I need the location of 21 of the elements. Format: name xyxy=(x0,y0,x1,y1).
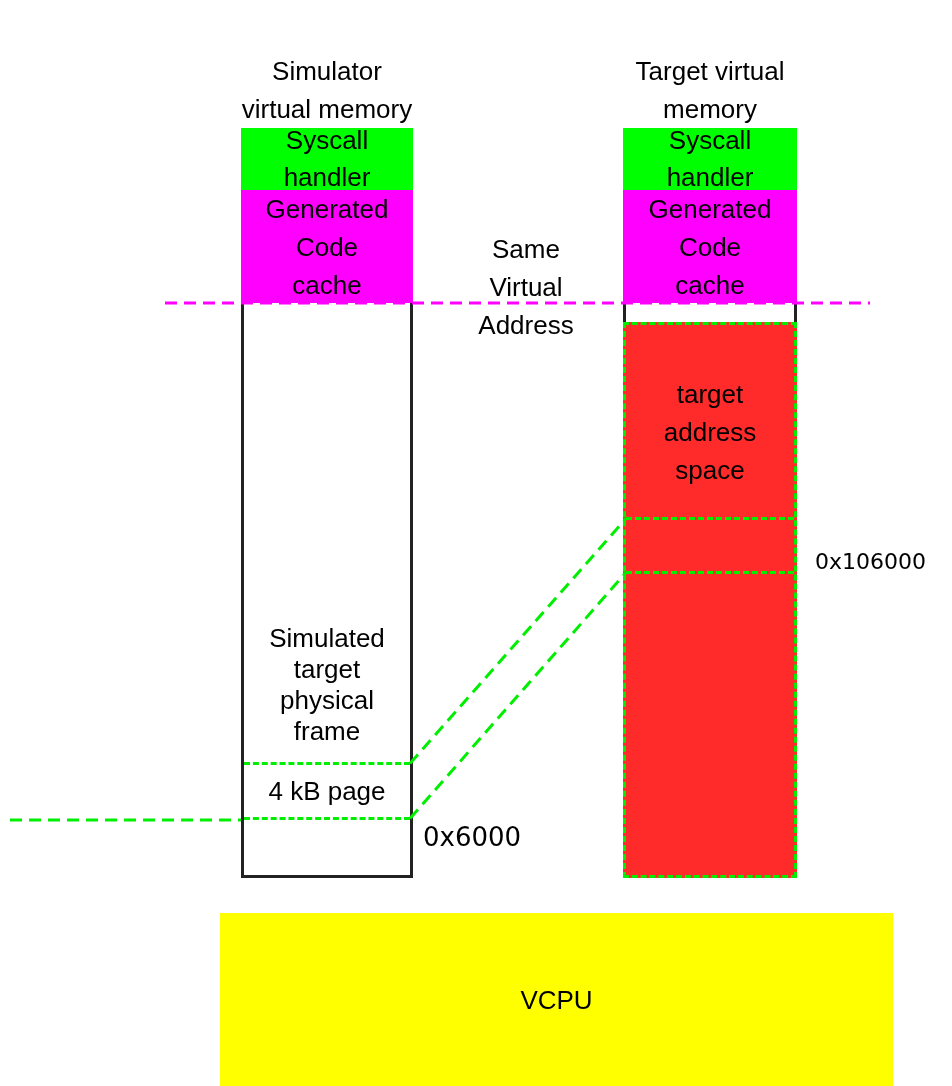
region-label: Generated Code cache xyxy=(647,192,773,302)
region-label: Syscall handler xyxy=(665,124,755,194)
cpu-label: VCPU xyxy=(519,983,594,1017)
address-value: 0x6000 xyxy=(423,821,523,854)
region-label: Simulated target physical frame xyxy=(268,623,386,747)
memory-region xyxy=(241,128,413,190)
address-label: Same Virtual Address xyxy=(477,233,575,342)
memory-region xyxy=(241,190,413,303)
memory-region xyxy=(623,190,797,303)
mapped-page-band xyxy=(626,517,794,574)
memory-region xyxy=(623,128,797,190)
column-heading: Simulator virtual memory xyxy=(241,55,413,126)
memory-page xyxy=(244,762,410,820)
region-label: Syscall handler xyxy=(282,124,372,194)
region-label: target address space xyxy=(662,378,758,487)
region-label: Generated Code cache xyxy=(264,192,390,302)
column-heading: Target virtual memory xyxy=(634,55,786,126)
address-space-block xyxy=(623,322,797,878)
cpu-block xyxy=(220,913,893,1086)
address-value: 0x106000 xyxy=(815,548,927,576)
region-label: 4 kB page xyxy=(267,775,387,808)
